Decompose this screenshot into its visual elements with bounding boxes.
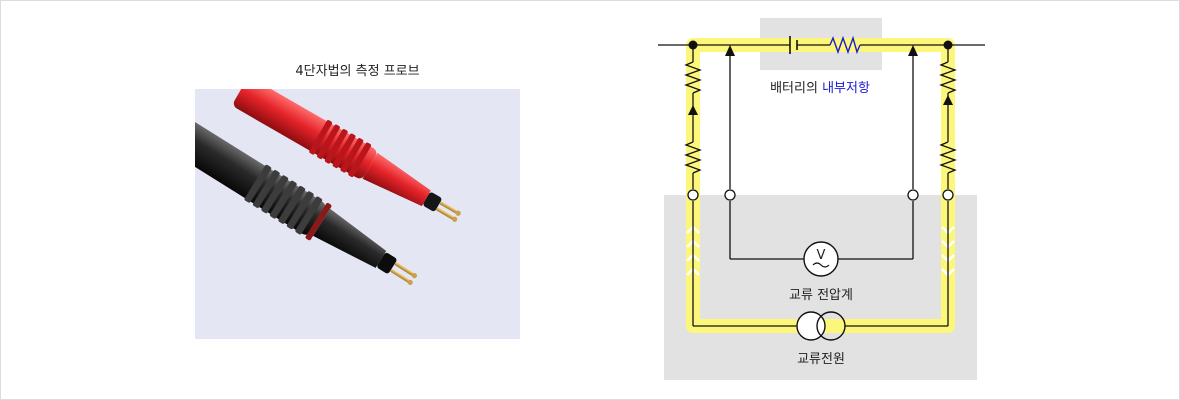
right-sense-arrow	[908, 45, 918, 56]
meter-panel	[664, 195, 977, 380]
internal-resistor	[829, 35, 861, 55]
red-probe	[233, 89, 461, 222]
sense-leads	[729, 52, 914, 260]
left-arrow	[688, 105, 698, 115]
battery-internal-resistance-label: 배터리의 내부저항	[770, 81, 870, 96]
ac-wave-icon	[812, 262, 830, 268]
right-lead	[845, 45, 957, 327]
photo-background	[195, 89, 520, 339]
voltmeter-symbol: V	[817, 248, 826, 263]
left-lead	[684, 45, 797, 327]
terminals	[687, 189, 954, 201]
left-sense-arrow	[725, 45, 735, 56]
voltmeter-label: 교류 전압계	[789, 288, 853, 303]
probe-caption: 4단자법의 측정 프로브	[295, 64, 420, 79]
probe-photo	[195, 89, 520, 339]
current-source	[796, 311, 846, 341]
right-arrow	[943, 95, 953, 105]
black-probe	[195, 121, 418, 286]
voltmeter: V	[803, 241, 839, 277]
battery-symbol	[789, 36, 798, 54]
current-source-label: 교류전원	[797, 352, 845, 367]
